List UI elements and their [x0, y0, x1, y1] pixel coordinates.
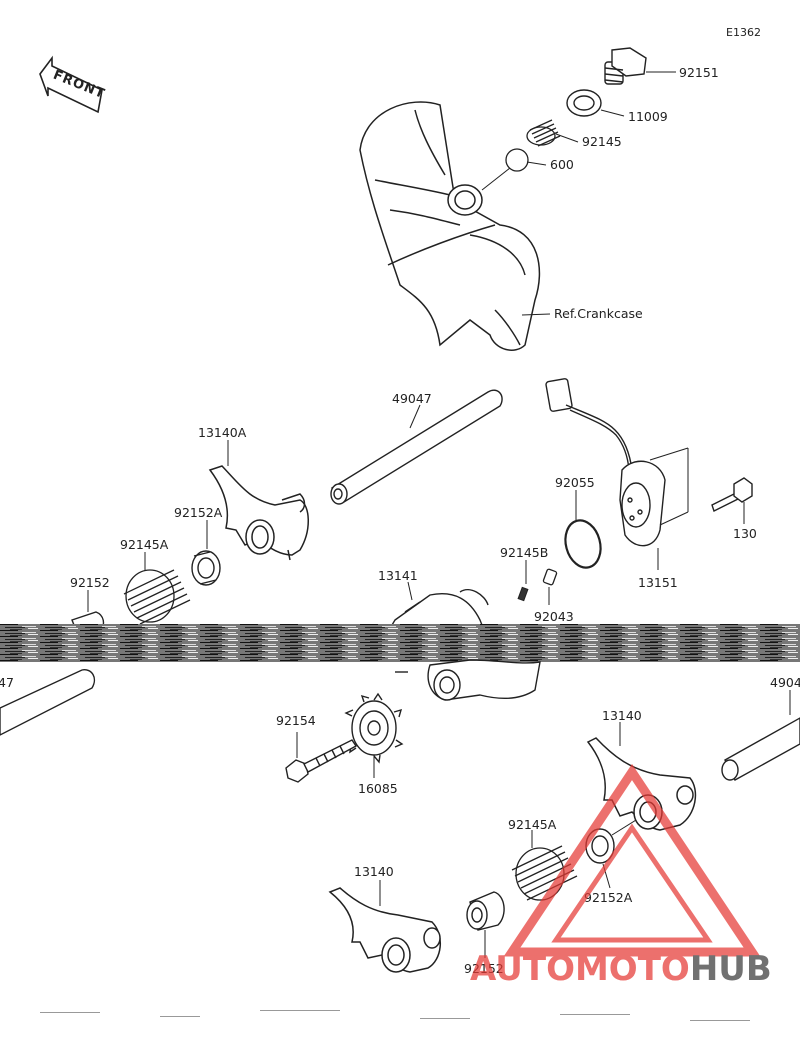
shaft-49047[interactable]	[330, 389, 503, 505]
spring-92145b[interactable]	[517, 586, 529, 602]
shift-position-sensor-13151[interactable]	[545, 378, 666, 547]
collar-92152a-upper[interactable]	[191, 550, 221, 586]
part-number-label: 92145A	[120, 537, 169, 552]
shift-drum-13141-lower[interactable]	[395, 659, 541, 701]
part-number-label: 13141	[378, 568, 418, 583]
bolt-92154[interactable]	[285, 739, 358, 783]
part-number-label: 92055	[555, 475, 595, 490]
part-number-label: 49047	[392, 391, 432, 406]
crankcase-reference	[359, 101, 541, 351]
part-number-label: 92151	[679, 65, 719, 80]
front-arrow-icon: FRONT	[39, 55, 107, 114]
pin-92043[interactable]	[542, 568, 558, 586]
part-number-label: 13140	[354, 864, 394, 879]
part-number-label: 92043	[534, 609, 574, 624]
bolt-130[interactable]	[711, 477, 753, 512]
part-number-label: 92145	[582, 134, 622, 149]
part-number-label: 47	[0, 675, 14, 690]
part-number-label: 92152	[70, 575, 110, 590]
part-number-label: 92145B	[500, 545, 548, 560]
part-number-label: 92152	[464, 961, 504, 976]
ball-600[interactable]	[505, 148, 529, 172]
gear-16085[interactable]	[344, 692, 404, 764]
shaft-lower-left[interactable]	[0, 669, 96, 736]
watermark-logo: AUTOMOTOHUB	[470, 763, 772, 989]
shaft-right[interactable]	[721, 717, 800, 781]
part-number-label: 92154	[276, 713, 316, 728]
part-number-label: 92145A	[508, 817, 557, 832]
shift-fork-13140a[interactable]	[208, 465, 309, 561]
spring-92145a-upper[interactable]	[123, 569, 191, 625]
leader-13151	[649, 447, 689, 570]
spring-92145a-lower[interactable]	[511, 845, 578, 901]
reference-label: Ref.Crankcase	[554, 306, 643, 321]
leader-axis-lower	[611, 819, 637, 836]
leader-13141	[407, 581, 413, 601]
part-number-label: 13140	[602, 708, 642, 723]
scan-artifact-band	[0, 624, 800, 662]
part-number-label: 130	[733, 526, 757, 541]
part-number-label: 4904	[770, 675, 800, 690]
part-number-label: 92152A	[174, 505, 223, 520]
part-number-label: 13140A	[198, 425, 247, 440]
spring-92145[interactable]	[526, 119, 561, 147]
part-number-label: 600	[550, 157, 574, 172]
shift-drum-13141[interactable]	[390, 588, 489, 626]
watermark-text: AUTOMOTOHUB	[470, 949, 772, 989]
collar-92152-lower[interactable]	[466, 891, 505, 931]
o-ring-92055[interactable]	[560, 516, 605, 571]
scan-artifact-bottom	[40, 1010, 750, 1021]
diagram-code: E1362	[726, 26, 761, 39]
part-number-label: 11009	[628, 109, 668, 124]
shift-fork-13140-lower[interactable]	[328, 887, 441, 973]
part-number-label: 16085	[358, 781, 398, 796]
part-number-label: 13151	[638, 575, 678, 590]
leader-49047	[409, 404, 421, 429]
part-number-label: 92152A	[584, 890, 633, 905]
washer-11009[interactable]	[566, 89, 602, 117]
leader-lines-top	[481, 71, 676, 316]
drain-bolt-92151[interactable]	[604, 47, 647, 85]
